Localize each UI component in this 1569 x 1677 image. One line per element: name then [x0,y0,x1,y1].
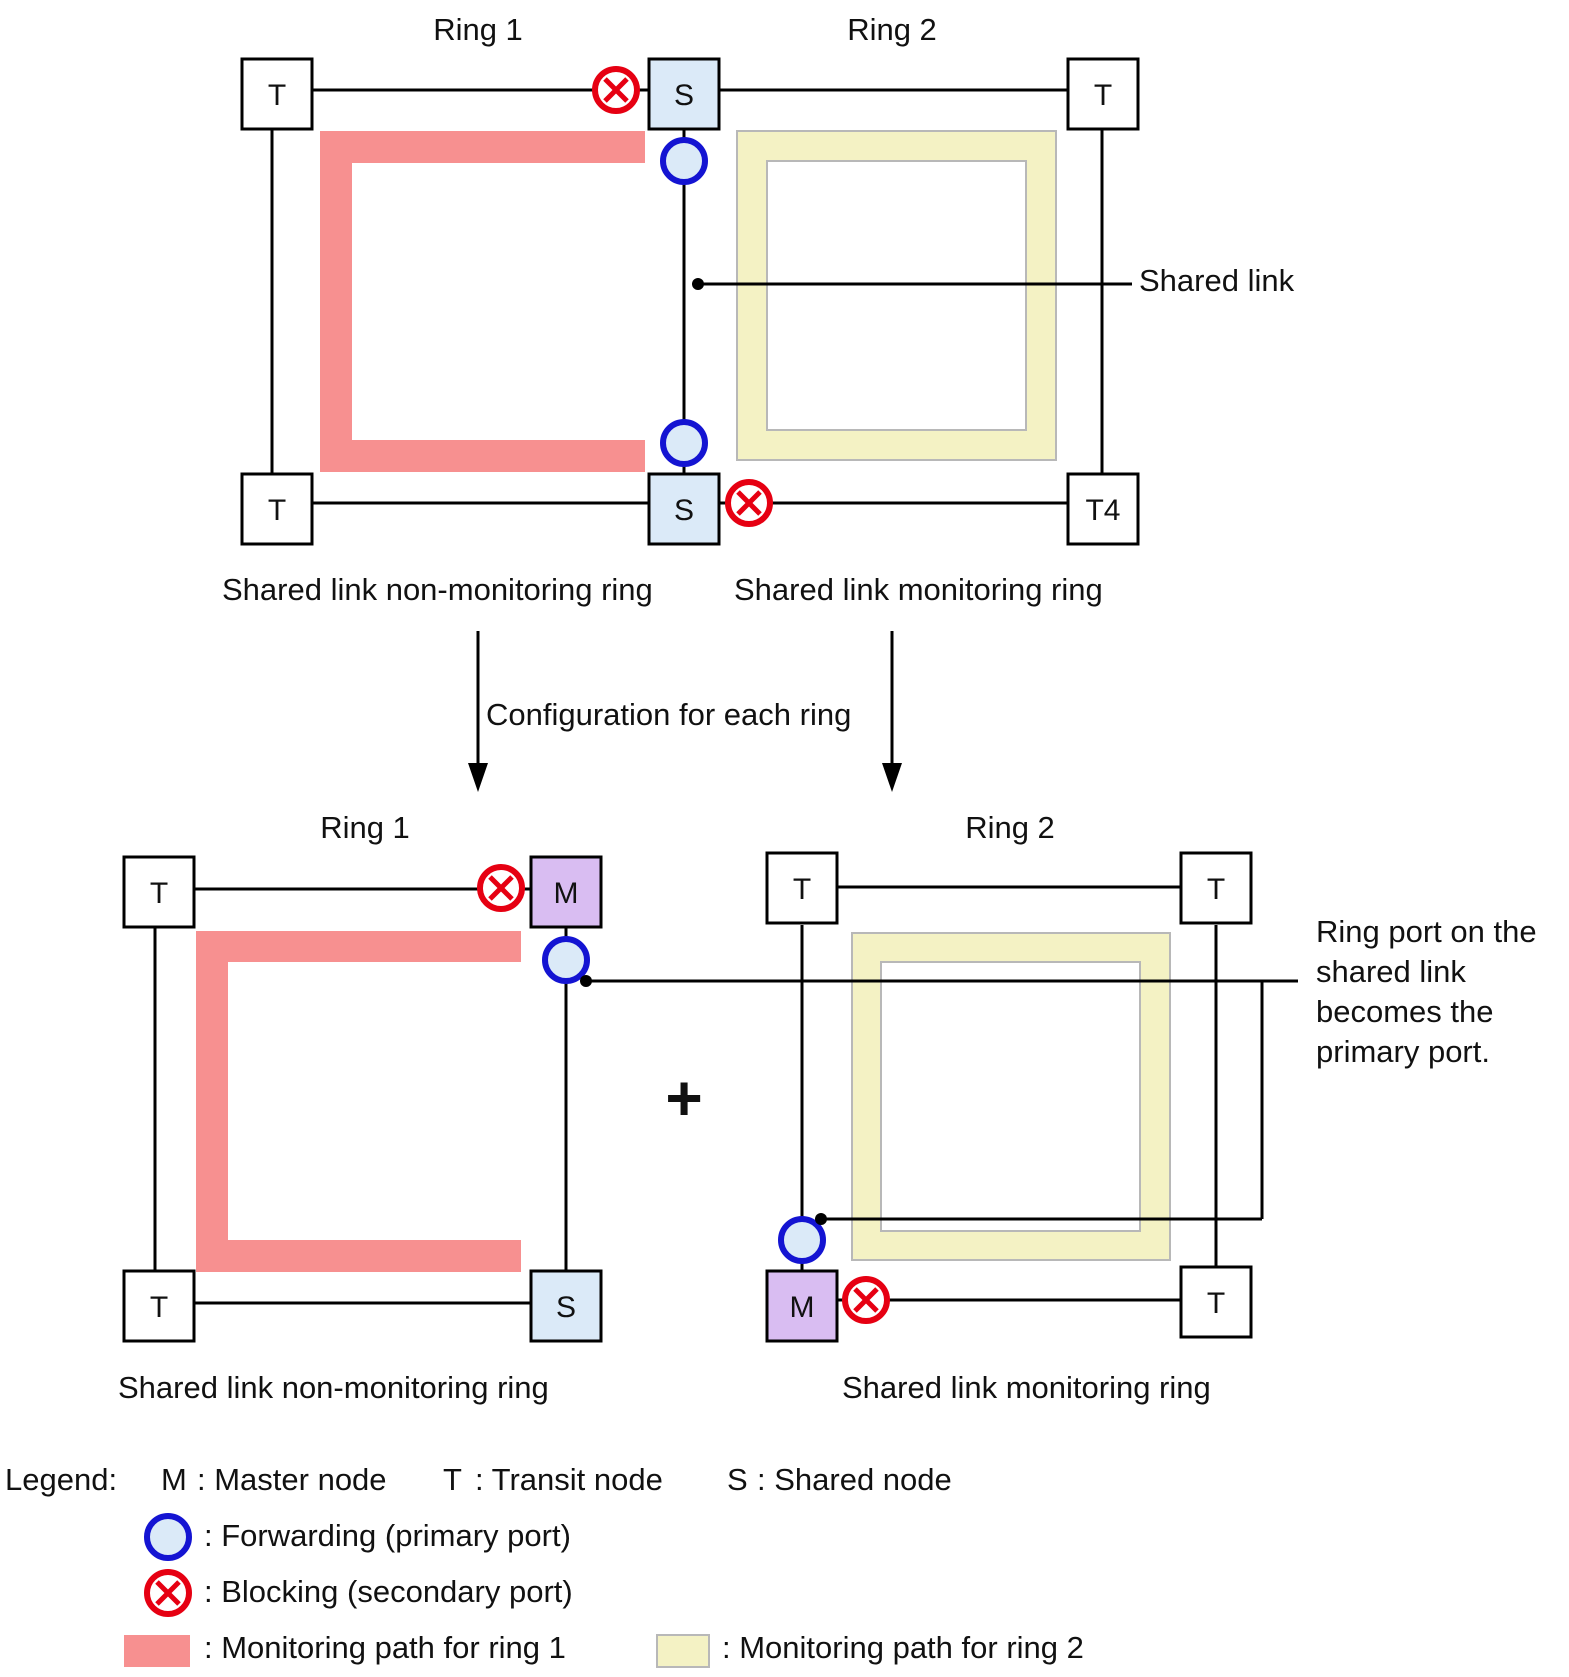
bottom-r2-node-bottom-right: T [1179,1265,1253,1339]
node-label: M [554,877,579,910]
legend-path1-text: : Monitoring path for ring 1 [204,1630,566,1665]
bottom-monitoring-path-ring2 [851,932,1171,1261]
bottom-r1-forwarding-port [545,939,587,981]
top-forwarding-port-upper [663,140,705,182]
port-note-line-1: Ring port on the [1316,914,1537,949]
arrow-ring2-head [882,763,902,792]
legend-master-text: : Master node [197,1462,387,1497]
node-label: T [268,79,286,112]
legend-blocking-icon [147,1572,189,1614]
bottom-ring2-diagram: Ring 2 T T M T Shared link monitoring ri… [765,810,1253,1405]
top-monitoring-path-ring2 [736,130,1057,461]
top-node-ring1-bottom-left: T [240,472,314,546]
primary-port-callout: Ring port on the shared link becomes the… [580,914,1537,1225]
top-ring2-title: Ring 2 [847,12,937,47]
bottom-r1-blocking-port [480,867,522,909]
bottom-r1-master-node: M [529,855,603,929]
node-label: T [268,494,286,527]
top-node-ring1-top-left: T [240,57,314,131]
node-label: T [793,873,811,906]
legend-path2-swatch [656,1634,710,1668]
arrow-ring1-head [468,763,488,792]
legend-path1-swatch [124,1635,190,1667]
bottom-r2-master-node: M [765,1269,839,1343]
bottom-ring1-diagram: Ring 1 T M T S Shared link non-monitorin… [118,810,603,1405]
bottom-r2-node-top-right: T [1179,851,1253,925]
top-monitoring-caption: Shared link monitoring ring [734,572,1103,607]
node-label: T [1207,1287,1225,1320]
top-blocking-port-ring2 [728,482,770,524]
node-label: T [1207,873,1225,906]
top-node-ring2-top-right: T [1066,57,1140,131]
node-label: S [556,1291,576,1324]
node-label: T [150,1291,168,1324]
configuration-label: Configuration for each ring [486,697,851,732]
bottom-r2-forwarding-port [781,1219,823,1261]
shared-link-callout-dot [692,278,704,290]
port-note-line-3: becomes the [1316,994,1494,1029]
legend-blocking-text: : Blocking (secondary port) [204,1574,573,1609]
top-monitoring-path-ring1 [320,131,645,472]
legend-shared-key: S [727,1462,748,1497]
top-nonmonitoring-caption: Shared link non-monitoring ring [222,572,653,607]
top-blocking-port-ring1 [595,69,637,111]
bottom-r1-node-top-left: T [122,855,196,929]
node-label: S [674,494,694,527]
configuration-arrows: Configuration for each ring [468,631,902,792]
plus-sign: + [665,1062,702,1134]
legend-transit-text: : Transit node [475,1462,663,1497]
legend-title: Legend: [5,1462,117,1497]
port-note-line-2: shared link [1316,954,1466,989]
bottom-r2-blocking-port [845,1279,887,1321]
bottom-ring1-title: Ring 1 [320,810,410,845]
node-label: T [1094,79,1112,112]
bottom-nonmonitoring-caption: Shared link non-monitoring ring [118,1370,549,1405]
top-forwarding-port-lower [663,422,705,464]
legend-shared-text: : Shared node [757,1462,952,1497]
node-label: T4 [1085,494,1120,527]
node-label: T [150,877,168,910]
legend-transit-key: T [443,1462,462,1497]
top-ring1-title: Ring 1 [433,12,523,47]
bottom-r2-node-top-left: T [765,851,839,925]
top-shared-node-bottom: S [647,472,721,546]
bottom-ring2-title: Ring 2 [965,810,1055,845]
legend-master-key: M [161,1462,187,1497]
port-note-line-4: primary port. [1316,1034,1490,1069]
bottom-r1-node-bottom-left: T [122,1269,196,1343]
shared-link-label: Shared link [1139,263,1295,298]
legend: Legend: M : Master node T : Transit node… [5,1462,1084,1668]
legend-forwarding-text: : Forwarding (primary port) [204,1518,571,1553]
top-diagram: Ring 1 Ring 2 Shared link T T S [222,12,1295,607]
top-shared-node-top: S [647,57,721,131]
legend-forwarding-icon [147,1516,189,1558]
node-label: M [790,1291,815,1324]
node-label: S [674,79,694,112]
legend-path2-text: : Monitoring path for ring 2 [722,1630,1084,1665]
callout-dot-ring2 [815,1213,827,1225]
bottom-r1-shared-node: S [529,1269,603,1343]
top-node-ring2-bottom-right: T4 [1066,472,1140,546]
bottom-monitoring-caption: Shared link monitoring ring [842,1370,1211,1405]
bottom-monitoring-path-ring1 [196,931,521,1272]
